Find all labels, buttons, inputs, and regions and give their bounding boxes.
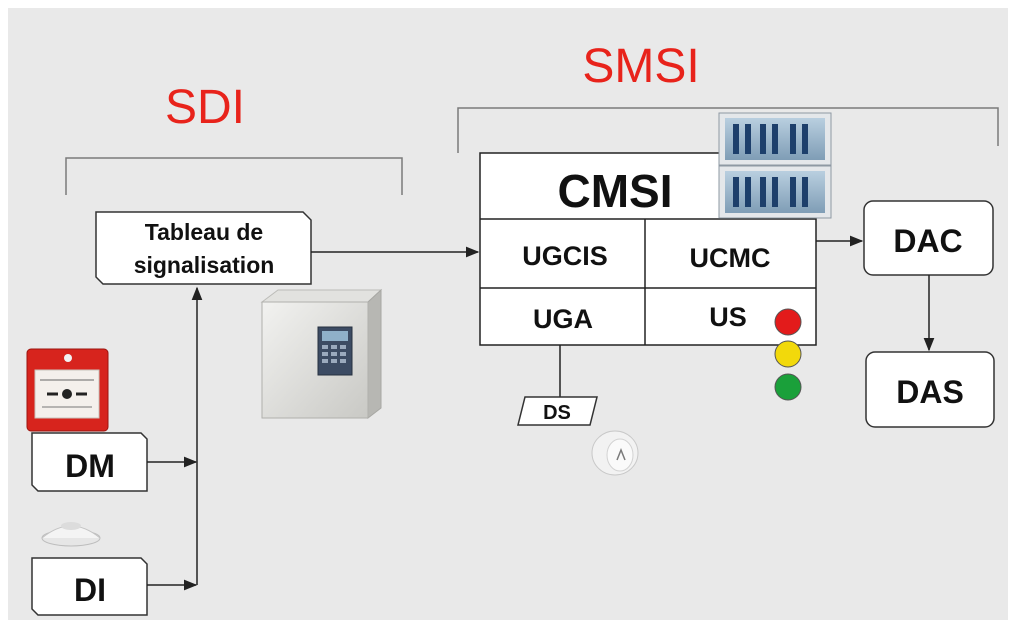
red-light <box>774 308 802 336</box>
ugcis-cell: UGCIS <box>522 241 608 271</box>
ds-box: DS <box>517 396 598 426</box>
cmsi-rack-units-icon <box>718 112 832 219</box>
smsi-title: SMSI <box>582 40 699 93</box>
us-cell: US <box>709 302 747 332</box>
das-box: DAS <box>865 351 995 428</box>
smsi-bracket <box>457 107 999 153</box>
yellow-light <box>774 340 802 368</box>
tableau-label-line2: signalisation <box>134 252 275 278</box>
tableau-signalisation-box: Tableau de signalisation <box>95 211 312 285</box>
sounder-icon <box>591 430 639 476</box>
dm-box: DM <box>31 432 148 492</box>
green-light <box>774 373 802 401</box>
ucmc-cell: UCMC <box>690 243 771 273</box>
dac-label: DAC <box>893 223 962 259</box>
cmsi-title: CMSI <box>558 165 673 217</box>
smoke-detector-icon <box>41 522 101 547</box>
di-label: DI <box>74 572 106 608</box>
sdi-bracket <box>65 157 403 195</box>
sdi-title: SDI <box>165 81 245 134</box>
uga-cell: UGA <box>533 304 593 334</box>
dm-label: DM <box>65 448 115 484</box>
fire-alarm-panel-icon <box>260 288 383 420</box>
dac-box: DAC <box>863 200 994 276</box>
di-box: DI <box>31 557 148 616</box>
tableau-label-line1: Tableau de <box>145 219 263 245</box>
manual-call-point-icon <box>26 348 109 432</box>
das-label: DAS <box>896 374 964 410</box>
traffic-light-icon <box>774 308 802 401</box>
ds-label: DS <box>543 402 571 424</box>
